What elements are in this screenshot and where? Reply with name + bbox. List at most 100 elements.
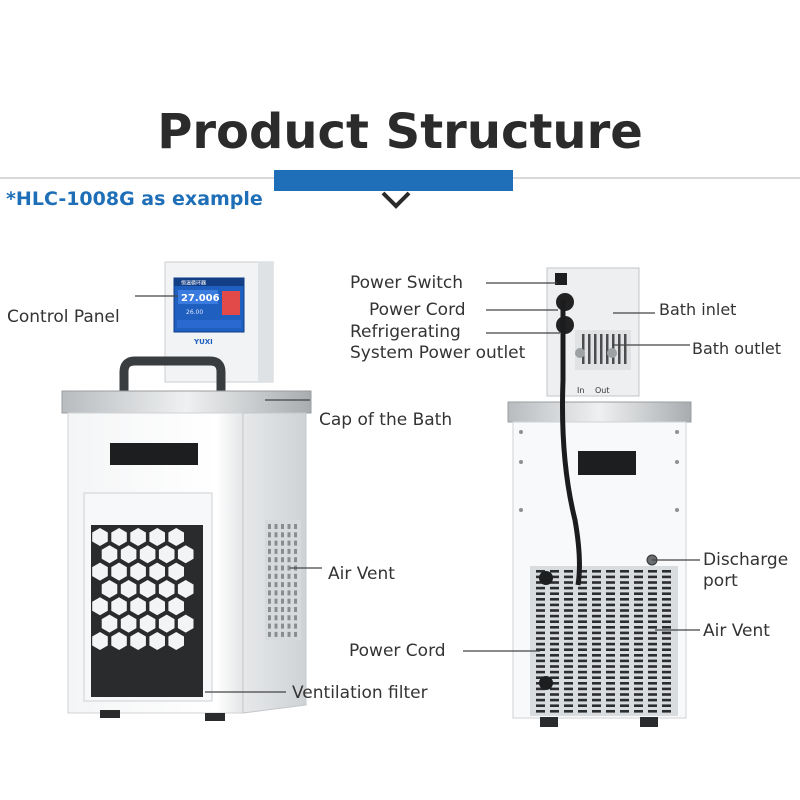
grille-slot (592, 659, 601, 663)
label-bath-inlet: Bath inlet (659, 300, 737, 319)
grille-slot (578, 665, 587, 668)
grille-slot (578, 598, 587, 601)
grille-slot (648, 693, 657, 696)
grille-slot (606, 704, 615, 707)
grille-slot (620, 581, 629, 584)
vent-slot (274, 607, 278, 612)
grille-slot (634, 586, 643, 590)
grille-slot (606, 665, 615, 668)
grille-slot (634, 659, 643, 663)
vent-slot (268, 548, 271, 554)
grille-slot (578, 631, 587, 635)
grille-slot (620, 693, 629, 696)
vent-slot (294, 623, 297, 629)
label-power-cord-bottom: Power Cord (349, 641, 446, 661)
hex-cell (111, 528, 127, 546)
grille-slot (606, 659, 615, 663)
vent-slot (274, 548, 278, 554)
grille-slot (564, 682, 573, 685)
vent-slot (274, 573, 278, 579)
honeycomb-grille (92, 528, 194, 650)
rear-unit: In Out (507, 267, 692, 727)
vent-slot (268, 607, 271, 612)
rib (606, 334, 609, 364)
page-title: Product Structure (157, 104, 643, 160)
hex-cell (130, 632, 146, 650)
front-unit: 恒温循环器 27.006 26.00 YUXI (61, 261, 312, 721)
grille-slot (536, 659, 545, 663)
power-switch-icon (555, 273, 567, 285)
hex-cell (101, 580, 118, 598)
grille-slot (536, 620, 545, 623)
grille-slot (620, 704, 629, 707)
label-refrigerating-line2: System Power outlet (350, 343, 526, 363)
vent-slot (294, 582, 297, 588)
grille-slot (662, 659, 671, 663)
grille-slot (564, 570, 573, 573)
grille-slot (662, 687, 671, 691)
header-chevron-icon (381, 191, 411, 209)
label-ventilation-filter: Ventilation filter (292, 683, 428, 703)
vent-slot (294, 532, 297, 538)
vent-slot (281, 590, 284, 596)
grille-slot (564, 609, 573, 612)
grille-slot (620, 687, 629, 691)
grille-slot (536, 637, 545, 640)
grille-slot (578, 659, 587, 663)
grille-slot (550, 648, 559, 651)
grille-slot (550, 665, 559, 668)
grille-slot (550, 693, 559, 696)
grille-slot (634, 693, 643, 696)
hex-cell (177, 545, 194, 564)
grille-slot (606, 609, 615, 612)
grille-slot (662, 642, 671, 646)
grille-slot (606, 614, 615, 618)
grille-slot (564, 575, 573, 579)
grille-slot (634, 654, 643, 657)
grille-slot (592, 620, 601, 623)
grille-slot (564, 581, 573, 584)
grille-slot (536, 698, 545, 702)
grille-slot (550, 704, 559, 707)
screen-set-temp: 26.00 (186, 309, 203, 316)
grille-slot (662, 676, 671, 679)
grille-slot (634, 614, 643, 618)
grille-slot (536, 704, 545, 707)
grille-slot (564, 620, 573, 623)
hex-cell (149, 597, 165, 616)
rib (594, 334, 597, 364)
grille-slot (564, 642, 573, 646)
grille-slot (578, 710, 587, 713)
grille-slot (536, 676, 545, 679)
grille-slot (536, 570, 545, 573)
grille-slot (578, 609, 587, 612)
grille-slot (578, 570, 587, 573)
grille-slot (620, 626, 629, 629)
vent-slot (281, 598, 284, 604)
grille-slot (564, 693, 573, 696)
grille-slot (550, 637, 559, 640)
grille-slot (606, 581, 615, 584)
grille-slot (550, 614, 559, 618)
rear-vent-panel (530, 566, 678, 716)
grille-slot (648, 642, 657, 646)
vent-slot (281, 540, 284, 546)
grille-slot (662, 603, 671, 607)
grille-slot (634, 592, 643, 595)
label-discharge-line2: port (703, 571, 738, 591)
grille-slot (634, 620, 643, 623)
vent-slot (287, 598, 291, 604)
grille-slot (592, 676, 601, 679)
grille-slot (550, 698, 559, 702)
hex-cell (139, 545, 156, 564)
grille-slot (606, 687, 615, 691)
vent-slot (274, 565, 278, 571)
grille-slot (620, 570, 629, 573)
grille-slot (536, 592, 545, 595)
label-cap-of-bath: Cap of the Bath (319, 410, 453, 430)
grille-slot (564, 637, 573, 640)
hex-cell (177, 614, 194, 633)
hex-cell (130, 562, 146, 581)
hex-cell (120, 614, 137, 633)
hex-cell (158, 545, 175, 564)
